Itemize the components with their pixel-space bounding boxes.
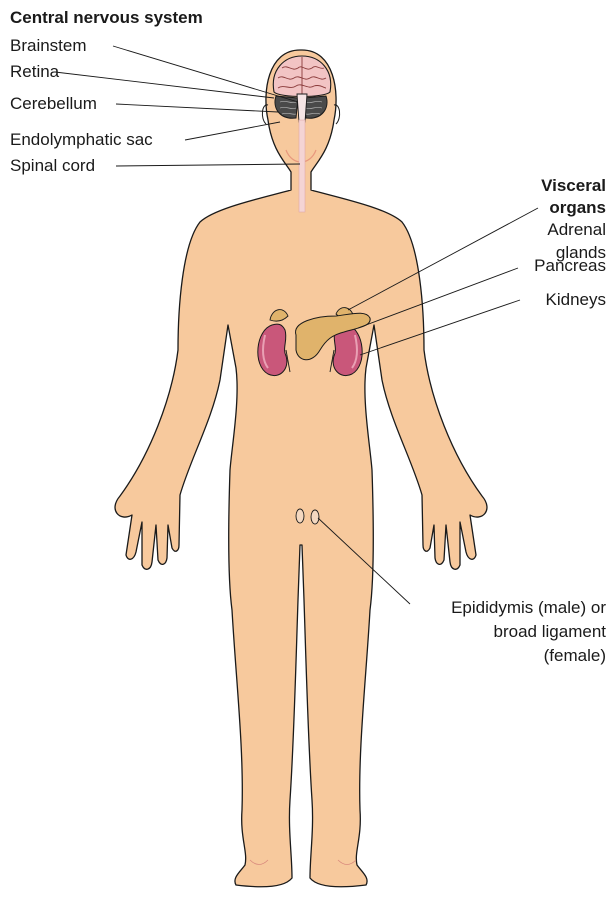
brainstem (297, 94, 307, 122)
visceral-heading-line1: Visceral (541, 176, 606, 196)
visceral-heading-line2: organs (549, 198, 606, 218)
label-epididymis-line2: broad ligament (494, 622, 606, 642)
label-cerebellum: Cerebellum (10, 94, 97, 114)
label-retina: Retina (10, 62, 59, 82)
spinal-cord (299, 120, 305, 212)
label-kidneys: Kidneys (546, 290, 606, 310)
label-pancreas: Pancreas (534, 256, 606, 276)
label-endolymphatic-sac: Endolymphatic sac (10, 130, 153, 150)
label-spinal-cord: Spinal cord (10, 156, 95, 176)
label-brainstem: Brainstem (10, 36, 87, 56)
label-epididymis-line3: (female) (544, 646, 606, 666)
label-epididymis-line1: Epididymis (male) or (451, 598, 606, 618)
label-adrenal-line1: Adrenal (547, 220, 606, 240)
right-testis (311, 510, 319, 524)
cns-heading: Central nervous system (10, 8, 203, 28)
left-testis (296, 509, 304, 523)
